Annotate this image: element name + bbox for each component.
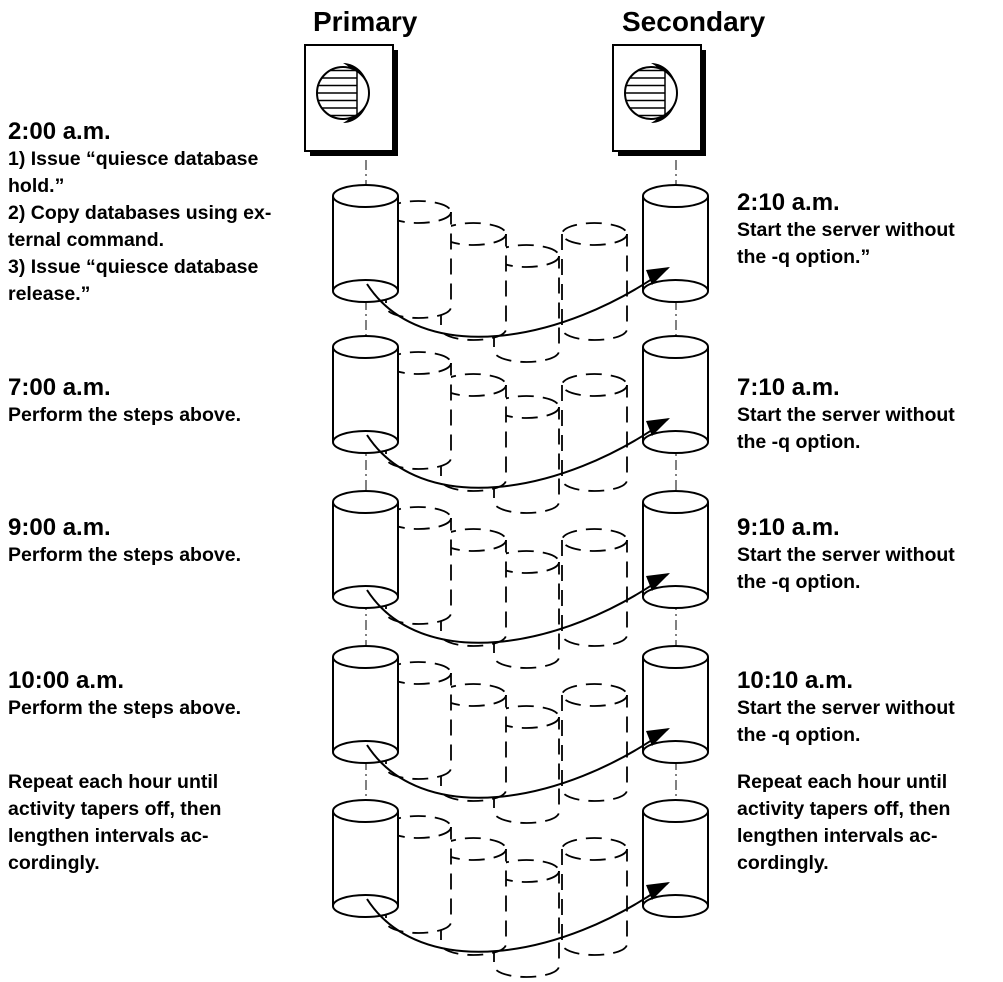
copy-arrow [366,418,669,489]
arrowhead-icon [646,882,670,900]
right-block-4-line-2: activity tapers off, then [737,798,951,820]
right-block-1-line-2: the -q option. [737,431,861,453]
left-block-0-line-2: hold.” [8,175,65,197]
arrowhead-icon [646,573,670,591]
secondary-database-icon [642,799,709,918]
left-block-0-line-4: ternal command. [8,229,165,251]
secondary-database-icon [642,335,709,454]
right-block-1-line-1: Start the server without [737,404,955,426]
right-block-3-time: 10:10 a.m. [737,667,854,694]
copy-arrow [366,882,669,953]
copy-arrow [366,728,669,799]
right-block-4: Repeat each hour until activity tapers o… [737,769,950,877]
right-block-0: 2:10 a.m. Start the server without the -… [737,189,955,271]
primary-database-icon [332,645,399,764]
left-block-0-line-3: 2) Copy databases using ex- [8,202,272,224]
left-block-2-line-1: Perform the steps above. [8,544,241,566]
primary-database-icon [332,184,399,303]
arrowhead-icon [646,728,670,746]
right-block-4-line-4: cordingly. [737,852,829,874]
database-copy-icon [561,683,628,802]
database-copy-icon [440,373,507,492]
primary-database-icon [332,490,399,609]
copy-cycle-row [332,184,709,363]
left-block-3-time: 10:00 a.m. [8,667,125,694]
primary-server-icon [304,44,398,156]
left-block-4-line-3: lengthen intervals ac- [8,825,209,847]
database-copy-icon [385,200,452,319]
right-block-0-line-1: Start the server without [737,219,955,241]
left-block-4-line-4: cordingly. [8,852,100,874]
secondary-title: Secondary [622,6,766,37]
right-block-1: 7:10 a.m. Start the server without the -… [737,374,955,456]
database-copy-icon [561,373,628,492]
right-block-2: 9:10 a.m. Start the server without the -… [737,514,955,596]
right-block-2-line-1: Start the server without [737,544,955,566]
database-copy-icon [385,351,452,470]
primary-database-icon [332,335,399,454]
primary-database-icon [332,799,399,918]
left-block-0-time: 2:00 a.m. [8,118,111,145]
copy-cycle-row [332,799,709,978]
copy-cycle-row [332,490,709,669]
left-block-2-time: 9:00 a.m. [8,514,111,541]
database-copy-icon [440,683,507,802]
left-block-4-line-2: activity tapers off, then [8,798,222,820]
database-copy-icon [385,815,452,934]
left-block-1-time: 7:00 a.m. [8,374,111,401]
left-block-0-line-1: 1) Issue “quiesce database [8,148,259,170]
right-block-0-line-2: the -q option.” [737,246,871,268]
right-block-1-time: 7:10 a.m. [737,374,840,401]
primary-title: Primary [313,6,418,37]
database-copy-icon [440,837,507,956]
database-copy-icon [385,661,452,780]
secondary-server-icon [612,44,706,156]
left-block-3-line-1: Perform the steps above. [8,697,241,719]
left-block-3: 10:00 a.m. Perform the steps above. [8,667,241,722]
left-block-0-line-5: 3) Issue “quiesce database [8,256,259,278]
database-copy-icon [561,837,628,956]
left-block-2: 9:00 a.m. Perform the steps above. [8,514,241,569]
database-copy-icon [561,222,628,341]
copy-arrow [366,573,669,644]
copy-cycle-row [332,645,709,824]
database-copy-icon [385,506,452,625]
left-block-0: 2:00 a.m. 1) Issue “quiesce database hol… [8,118,271,308]
right-block-3-line-1: Start the server without [737,697,955,719]
left-block-0-line-6: release.” [8,283,91,305]
arrowhead-icon [646,267,670,285]
copy-arrow [366,267,669,338]
right-block-3: 10:10 a.m. Start the server without the … [737,667,955,749]
secondary-database-icon [642,490,709,609]
left-block-4-line-1: Repeat each hour until [8,771,219,793]
right-block-4-line-1: Repeat each hour until [737,771,948,793]
right-block-4-line-3: lengthen intervals ac- [737,825,938,847]
right-block-3-line-2: the -q option. [737,724,861,746]
secondary-database-icon [642,184,709,303]
right-block-2-time: 9:10 a.m. [737,514,840,541]
secondary-database-icon [642,645,709,764]
right-block-0-time: 2:10 a.m. [737,189,840,216]
copy-cycle-row [332,335,709,514]
database-copy-icon [440,528,507,647]
left-block-1: 7:00 a.m. Perform the steps above. [8,374,241,429]
left-block-4: Repeat each hour until activity tapers o… [8,769,221,877]
database-copy-icon [440,222,507,341]
right-block-2-line-2: the -q option. [737,571,861,593]
arrowhead-icon [646,418,670,436]
left-block-1-line-1: Perform the steps above. [8,404,241,426]
database-copy-icon [561,528,628,647]
